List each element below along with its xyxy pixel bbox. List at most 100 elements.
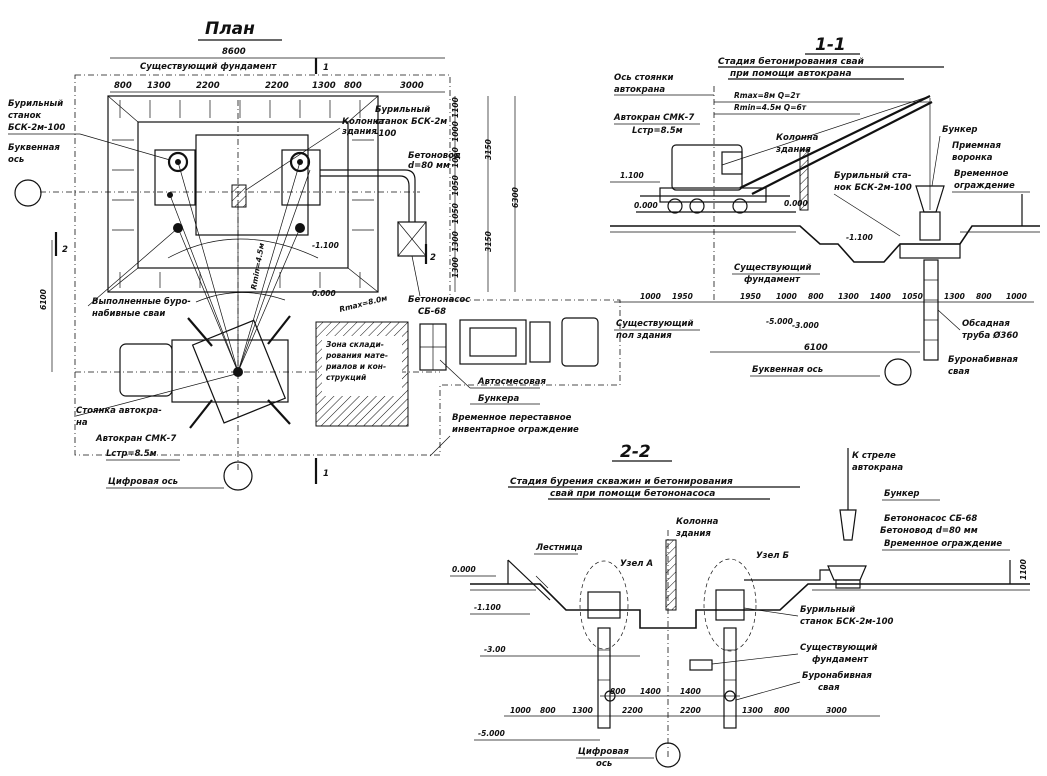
s1-dim-a: 1000 xyxy=(640,292,661,301)
plan-fence-2: инвентарное ограждение xyxy=(452,425,579,435)
s1-dim-d: 1000 xyxy=(776,292,797,301)
plan-dim-overall: 8600 xyxy=(222,47,246,57)
s1-dim-f: 1300 xyxy=(838,292,859,301)
s2-level-3000: -3.00 xyxy=(484,645,506,654)
s1-fence-2: ограждение xyxy=(954,181,1015,191)
s1-subtitle-2: при помощи автокрана xyxy=(730,69,852,79)
s2-ladder: Лестница xyxy=(535,543,583,553)
plan-dim-4: 2200 xyxy=(265,81,289,91)
plan-pump-2: СБ-68 xyxy=(418,307,446,317)
plan-dim-r6: 1300 xyxy=(451,231,460,252)
s2-hopper: Бункер xyxy=(884,489,920,499)
plan-dim-2: 1300 xyxy=(147,81,171,91)
s1-casing-1: Обсадная xyxy=(962,318,1010,329)
plan-boom-length: Lстр=8.5м xyxy=(106,449,157,459)
s1-dim-j: 800 xyxy=(976,292,992,301)
s1-ground xyxy=(610,225,1040,263)
plan-drill-rig-right xyxy=(281,149,321,206)
s2-level-0000: 0.000 xyxy=(452,565,476,574)
plan-crane-model: Автокран СМК-7 xyxy=(95,434,176,444)
plan-rmax: Rmax=8.0м xyxy=(338,293,388,314)
s2-pile-label-2: свая xyxy=(818,683,840,693)
s2-dim-a: 1000 xyxy=(510,706,531,715)
section-1-1: 1-1 Стадия бетонирования свай при помощи… xyxy=(610,35,1040,386)
s1-pile-2: свая xyxy=(948,367,970,377)
s2-subtitle-2: свай при помощи бетононасоса xyxy=(550,488,715,499)
plan-storage-line-2: рования мате- xyxy=(325,351,388,360)
plan-fence xyxy=(74,74,621,456)
s1-dim-e: 800 xyxy=(808,292,824,301)
s2-pump: Бетононасос СБ-68 xyxy=(884,514,977,524)
plan-drill-left-1: Бурильный xyxy=(8,99,63,109)
plan-dim-total: 6300 xyxy=(511,187,520,208)
s2-hook xyxy=(839,509,857,541)
s2-node-a: Узел А xyxy=(620,559,653,569)
plan-drill-left-3: БСК-2м-100 xyxy=(8,123,65,133)
plan-piles-1: Выполненные буро- xyxy=(92,296,191,307)
plan-column-1: Колонна xyxy=(342,117,385,127)
plan-excavation-inner xyxy=(137,121,349,269)
s1-fence-1: Временное xyxy=(954,169,1009,179)
s1-funnel-1: Приемная xyxy=(952,141,1001,151)
plan-fence-1: Временное переставное xyxy=(452,413,572,423)
plan-drill-right-1: Бурильный xyxy=(375,105,430,115)
plan-dim-1: 800 xyxy=(114,81,132,91)
s1-letter-axis-bubble xyxy=(884,358,912,386)
s2-level-5000: -5.000 xyxy=(478,729,505,738)
s2-pump-hopper xyxy=(827,565,867,581)
plan-dim-h2: 3150 xyxy=(484,231,493,252)
s1-dim-h: 1050 xyxy=(902,292,923,301)
plan-dim-3: 2200 xyxy=(196,81,220,91)
s2-pipe: Бетоновод d=80 мм xyxy=(880,526,978,536)
s2-foundation-2: фундамент xyxy=(812,655,869,665)
s1-column xyxy=(799,149,809,211)
s2-to-boom-2: автокрана xyxy=(852,463,903,473)
plan-dim-7: 3000 xyxy=(400,81,424,91)
plan-dim-r7: 1300 xyxy=(451,257,460,278)
s2-dim-e: 1400 xyxy=(640,687,661,696)
s2-digit-axis-bubble xyxy=(655,742,681,768)
s2-dim-c: 1300 xyxy=(572,706,593,715)
plan-dim-r5: 1050 xyxy=(451,203,460,224)
s1-funnel-2: воронка xyxy=(952,153,993,163)
s2-dim-1100: 1100 xyxy=(1019,559,1028,580)
s1-bored-pile xyxy=(923,259,939,361)
plan-crane-cab xyxy=(119,343,173,397)
s1-level-3000: -3.000 xyxy=(792,321,819,330)
s1-floor-2: пол здания xyxy=(616,331,672,341)
plan-dim-r4: 1050 xyxy=(451,175,460,196)
plan-dim-6: 800 xyxy=(344,81,362,91)
s2-node-b: Узел Б xyxy=(756,551,789,561)
s2-digit-axis-2: ось xyxy=(596,759,612,769)
s1-column-1: Колонна xyxy=(776,133,819,143)
plan-existing-foundation xyxy=(195,134,309,236)
plan-level-0000: 0.000 xyxy=(312,289,336,298)
s2-ground xyxy=(470,583,1030,629)
plan-drill-right-3: -100 xyxy=(375,129,396,139)
s2-column-2: здания xyxy=(675,529,711,539)
plan-pipe-1: Бетоновод xyxy=(408,151,461,161)
s2-pile-right xyxy=(723,627,737,729)
s2-dim-i: 800 xyxy=(774,706,790,715)
s1-dim-c: 1950 xyxy=(740,292,761,301)
plan-section-2-left: 2 xyxy=(62,245,68,255)
s2-title: 2-2 xyxy=(620,442,651,462)
plan-pipe-2: d=80 мм xyxy=(408,161,450,171)
plan-mixer: Автосмесовая xyxy=(477,377,546,387)
s1-dim-b: 1950 xyxy=(672,292,693,301)
s1-crane-axis-1: Ось стоянки xyxy=(614,73,674,83)
plan-rmin: Rmin=4.5м xyxy=(249,242,266,290)
s1-pile-1: Буронабивная xyxy=(948,354,1018,365)
plan-pump-1: Бетононасос xyxy=(408,295,470,305)
plan-view: План 8600 Существующий фундамент 1 800 1… xyxy=(8,19,621,491)
s1-title: 1-1 xyxy=(815,35,846,55)
s2-dim-k: 2200 xyxy=(622,706,643,715)
plan-dim-r1: 1100 xyxy=(451,97,460,118)
plan-level-1100: -1.100 xyxy=(312,241,339,250)
s1-dim-g: 1400 xyxy=(870,292,891,301)
plan-drill-right-2: станок БСК-2м xyxy=(375,117,447,127)
s2-pile-left xyxy=(597,627,611,729)
s2-dim-j: 3000 xyxy=(826,706,847,715)
plan-crane-body xyxy=(171,339,289,403)
